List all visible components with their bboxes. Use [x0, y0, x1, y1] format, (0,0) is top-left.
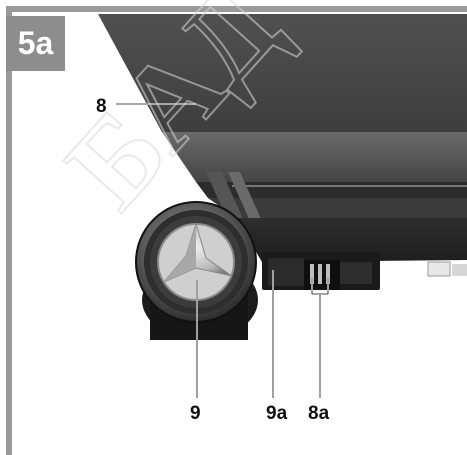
- dashboard-mid-panel: [162, 132, 467, 182]
- callout-label-9a: 9a: [266, 403, 288, 424]
- figure-frame: [6, 6, 467, 455]
- figure-number-badge: 5a: [6, 16, 65, 71]
- callout-label-9: 9: [190, 403, 201, 424]
- dashboard-lower-body: [236, 218, 467, 262]
- dashboard-top-panel: [98, 14, 467, 132]
- callout-label-8: 8: [96, 96, 107, 117]
- callout-label-8a: 8a: [308, 403, 330, 424]
